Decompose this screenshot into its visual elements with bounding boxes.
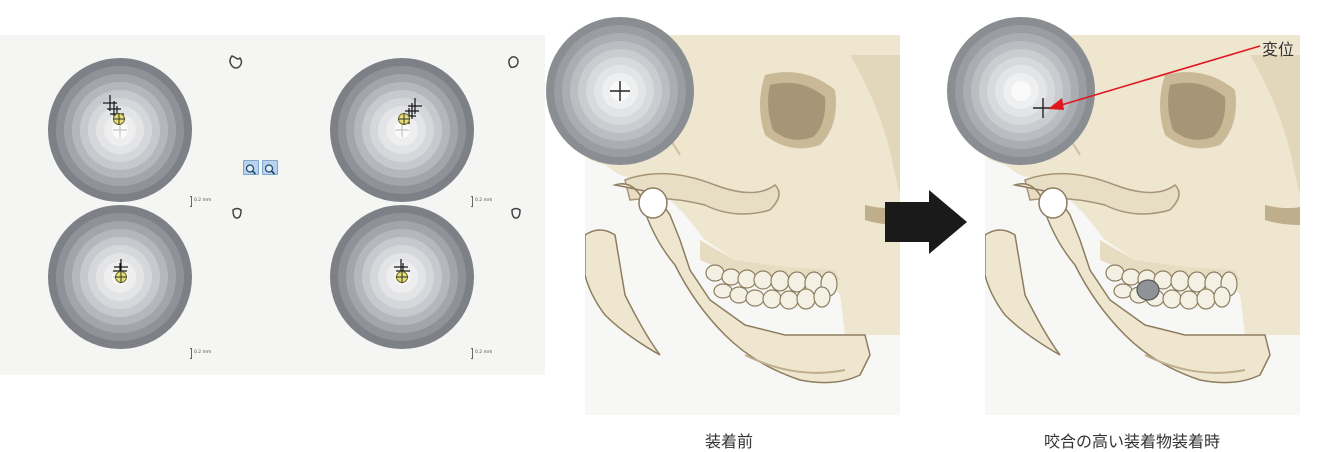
target-overlay-before [545,16,695,166]
high-restoration [1137,280,1159,300]
caption-before: 装着前 [705,428,753,452]
magnifier-minus-icon [263,163,277,176]
right-arrow-icon [885,190,967,254]
scale-label: 0.2 mm [475,198,492,203]
tooth-occlusal-icon [509,57,518,67]
displacement-label: 変位 [1262,36,1294,60]
tooth-root-icon [512,209,520,219]
scale-label: 0.2 mm [194,350,211,355]
tooth-occlusal-icon [230,56,242,68]
target-bottom-left [48,205,192,349]
target-top-left [48,58,192,202]
caption-after: 咬合の高い装着物装着時 [1044,428,1220,452]
scale-label: 0.2 mm [194,198,211,203]
measurement-panel: 0.2 mm 0.2 mm 0.2 mm 0.2 mm [0,35,545,375]
zoom-out-button[interactable] [262,160,278,175]
scale-bar [190,348,192,359]
target-top-right [330,58,474,202]
tooth-root-icon [233,209,241,219]
scale-bar [471,196,473,207]
scale-bar [190,196,192,207]
zoom-in-button[interactable] [243,160,259,175]
displacement-pointer [1040,40,1270,120]
target-plots [0,35,545,375]
scale-label: 0.2 mm [475,350,492,355]
scale-bar [471,348,473,359]
target-bottom-right [330,205,474,349]
magnifier-plus-icon [244,163,258,176]
